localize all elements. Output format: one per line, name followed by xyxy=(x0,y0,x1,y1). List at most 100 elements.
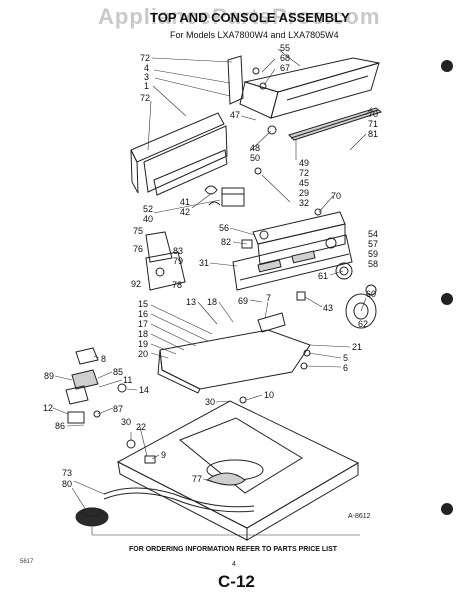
part-label: 20 xyxy=(138,349,148,359)
part-label: 22 xyxy=(136,422,146,432)
part-label: 71 xyxy=(368,119,378,129)
leader-lines xyxy=(52,48,373,536)
part-label: 16 xyxy=(138,309,148,319)
part-label: 30 xyxy=(205,397,215,407)
part-labels: 72 4 3 1 72 47 55 68 67 70 71 81 48 50 4… xyxy=(43,43,378,489)
part-label: 12 xyxy=(43,403,53,413)
part-label: 42 xyxy=(180,207,190,217)
page-number: C-12 xyxy=(218,572,255,591)
part-label: 58 xyxy=(368,259,378,269)
part-label: 70 xyxy=(331,191,341,201)
part-label: 6 xyxy=(343,363,348,373)
part-label: 1 xyxy=(144,81,149,91)
end-cap-bracket xyxy=(227,55,244,105)
hinge-and-lid-switch xyxy=(65,347,99,424)
console-backsplash xyxy=(239,57,380,119)
diagram-title: TOP AND CONSOLE ASSEMBLY xyxy=(150,10,350,25)
part-label: 18 xyxy=(138,329,148,339)
part-label: 89 xyxy=(44,371,54,381)
binder-hole xyxy=(441,60,453,72)
part-label: 45 xyxy=(299,178,309,188)
part-label: 17 xyxy=(138,319,148,329)
part-label: 59 xyxy=(368,249,378,259)
drawing-reference: A-8612 xyxy=(348,513,371,520)
part-label: 48 xyxy=(250,143,260,153)
part-label: 50 xyxy=(250,153,260,163)
part-label: 82 xyxy=(221,237,231,247)
binder-hole xyxy=(441,503,453,515)
part-label: 56 xyxy=(219,223,229,233)
watermark: AppliancePartsPros.com xyxy=(98,4,381,29)
part-label: 14 xyxy=(139,385,149,395)
part-label: 60 xyxy=(366,289,376,299)
part-label: 19 xyxy=(138,339,148,349)
part-label: 3 xyxy=(144,72,149,82)
timer-assembly xyxy=(204,185,245,207)
part-label: 43 xyxy=(323,303,333,313)
part-label: 86 xyxy=(55,421,65,431)
console-trim-strip xyxy=(288,107,383,141)
part-label: 76 xyxy=(133,244,143,254)
binder-hole xyxy=(441,293,453,305)
control-faceplate xyxy=(232,234,353,291)
part-label: 10 xyxy=(264,390,274,400)
drive-motor xyxy=(345,284,377,329)
part-label: 4 xyxy=(144,63,149,73)
part-label: 7 xyxy=(266,293,271,303)
rear-cover-panel xyxy=(130,112,228,196)
agitator-cap xyxy=(75,507,109,527)
part-label: 41 xyxy=(180,197,190,207)
part-label: 40 xyxy=(143,214,153,224)
ordering-note: FOR ORDERING INFORMATION REFER TO PARTS … xyxy=(129,546,338,553)
diagram-subtitle: For Models LXA7800W4 and LXA7805W4 xyxy=(170,30,339,40)
part-label: 5 xyxy=(343,353,348,363)
part-label: 21 xyxy=(352,342,362,352)
page-mark: 4 xyxy=(232,561,236,568)
part-label: 70 xyxy=(368,109,378,119)
part-label: 67 xyxy=(280,63,290,73)
part-label: 80 xyxy=(62,479,72,489)
part-label: 15 xyxy=(138,299,148,309)
tub-ring xyxy=(103,487,255,513)
part-label: 8 xyxy=(101,354,106,364)
part-label: 78 xyxy=(172,280,182,290)
part-label: 13 xyxy=(186,297,196,307)
part-label: 57 xyxy=(368,239,378,249)
part-label: 81 xyxy=(368,129,378,139)
part-label: 29 xyxy=(299,188,309,198)
part-label: 68 xyxy=(280,53,290,63)
part-label: 31 xyxy=(199,258,209,268)
control-panel xyxy=(252,211,346,265)
part-label: 52 xyxy=(143,204,153,214)
control-knob xyxy=(335,262,353,280)
part-label: 83 xyxy=(173,246,183,256)
part-label: 55 xyxy=(280,43,290,53)
cabinet-top xyxy=(116,400,360,541)
part-label: 54 xyxy=(368,229,378,239)
top-cover xyxy=(157,312,311,394)
part-label: 72 xyxy=(140,53,150,63)
part-label: 9 xyxy=(161,450,166,460)
part-label: 69 xyxy=(238,296,248,306)
part-label: 49 xyxy=(299,158,309,168)
part-label: 85 xyxy=(113,367,123,377)
part-label: 73 xyxy=(62,468,72,478)
part-label: 61 xyxy=(318,271,328,281)
switch-bracket xyxy=(145,231,186,291)
part-label: 92 xyxy=(131,279,141,289)
part-label: 77 xyxy=(192,474,202,484)
part-label: 75 xyxy=(133,226,143,236)
part-label: 11 xyxy=(123,375,132,385)
part-label: 79 xyxy=(173,256,183,266)
part-label: 72 xyxy=(140,93,150,103)
part-label: 32 xyxy=(299,198,309,208)
part-label: 47 xyxy=(230,110,240,120)
print-code: 5617 xyxy=(20,559,34,565)
part-label: 62 xyxy=(358,319,368,329)
part-label: 18 xyxy=(207,297,217,307)
hardware-parts xyxy=(93,67,322,449)
part-label: 72 xyxy=(299,168,309,178)
part-label: 30 xyxy=(121,417,131,427)
